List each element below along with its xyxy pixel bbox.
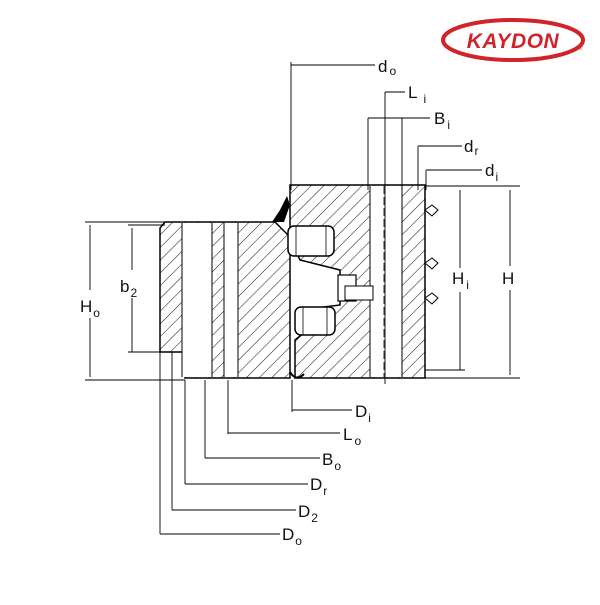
seal-lower: [289, 371, 305, 379]
dimension-lines: [85, 62, 520, 535]
kaydon-logo: KAYDON ®: [441, 18, 585, 62]
label-d-r: dr: [464, 137, 478, 158]
label-h: H: [502, 269, 514, 288]
label-d-o-bottom: Do: [282, 525, 302, 548]
outer-ring-bolt-band: [182, 223, 212, 377]
roller-lower: [294, 306, 336, 336]
logo-registered-mark: ®: [578, 45, 583, 52]
lube-fittings: [424, 204, 439, 305]
label-b-2: b2: [120, 277, 137, 300]
label-d-2: D2: [298, 502, 318, 525]
inner-ring: [289, 184, 426, 379]
outer-ring-hole-band: [224, 223, 238, 377]
logo-ellipse: [441, 18, 585, 62]
label-h-o: Ho: [80, 297, 100, 320]
logo-text: KAYDON: [467, 30, 560, 53]
seal-upper: [272, 196, 290, 222]
inner-ring-bolt-band: [370, 186, 402, 377]
outer-ring: [159, 221, 291, 379]
roller-upper: [287, 225, 335, 257]
label-d-i: di: [485, 161, 498, 184]
gear-detail: [344, 285, 374, 301]
label-d-r-bottom: Dr: [310, 475, 327, 498]
label-b-o: Bo: [322, 450, 341, 473]
label-d-i-bottom: Di: [355, 402, 371, 425]
